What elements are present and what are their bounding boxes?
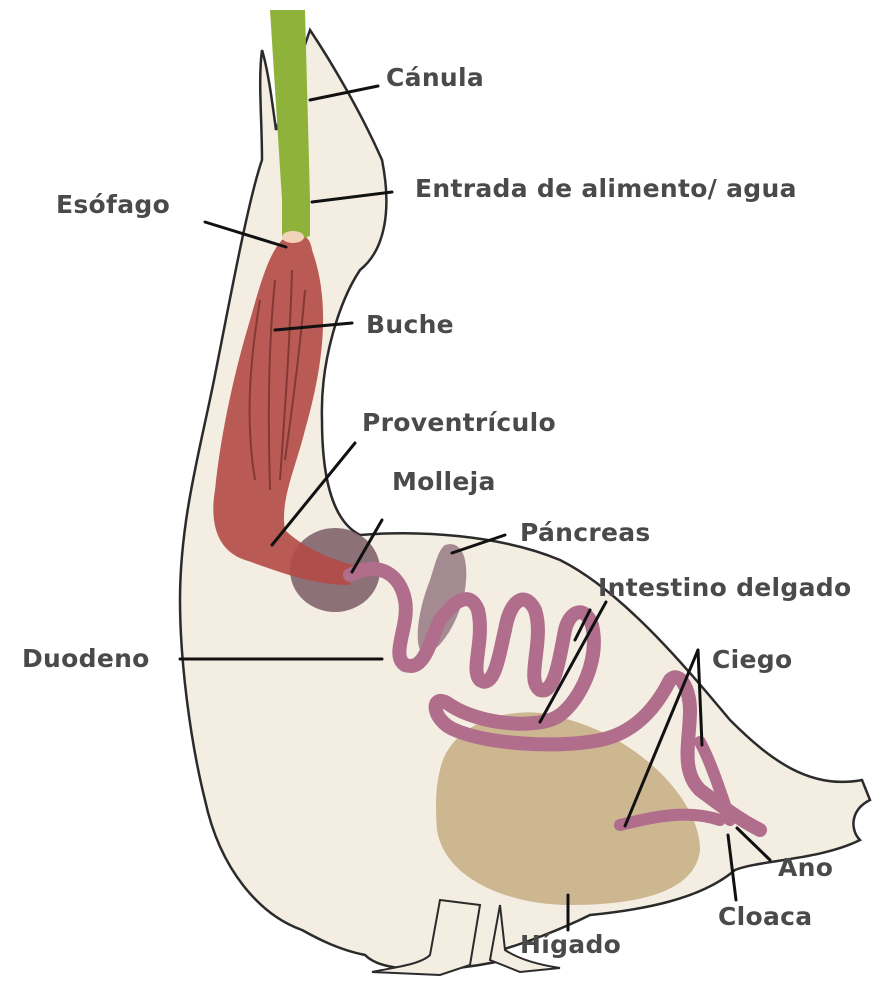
label-molleja: Molleja — [392, 467, 496, 496]
label-ciego: Ciego — [712, 645, 792, 674]
label-ano: Ano — [778, 853, 833, 882]
label-pancreas: Páncreas — [520, 518, 651, 547]
label-esofago: Esófago — [56, 190, 170, 219]
label-intestino-delgado: Intestino delgado — [598, 573, 851, 602]
cannula-tip — [282, 231, 304, 243]
label-canula: Cánula — [386, 63, 484, 92]
label-higado: Hígado — [520, 930, 621, 959]
label-entrada: Entrada de alimento/ agua — [415, 174, 797, 203]
label-buche: Buche — [366, 310, 454, 339]
label-proventriculo: Proventrículo — [362, 408, 556, 437]
label-cloaca: Cloaca — [718, 902, 812, 931]
label-duodeno: Duodeno — [22, 644, 150, 673]
